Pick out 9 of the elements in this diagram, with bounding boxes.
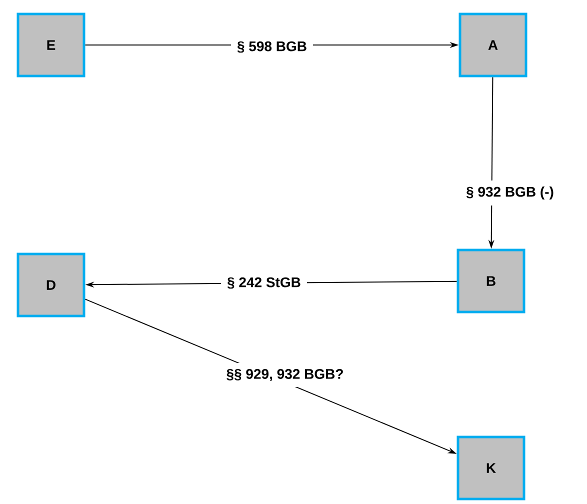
edge-label: § 242 StGB: [221, 271, 307, 295]
letter-box: D: [16, 252, 86, 318]
letter-box: E: [16, 12, 86, 78]
edge-label: § 598 BGB: [230, 35, 314, 59]
edge-label: § 932 BGB (-): [460, 180, 560, 206]
letter-box: K: [456, 436, 526, 500]
edge-label: §§ 929, 932 BGB?: [220, 363, 350, 387]
letter-box: A: [458, 12, 528, 78]
letter-box: B: [456, 248, 526, 314]
